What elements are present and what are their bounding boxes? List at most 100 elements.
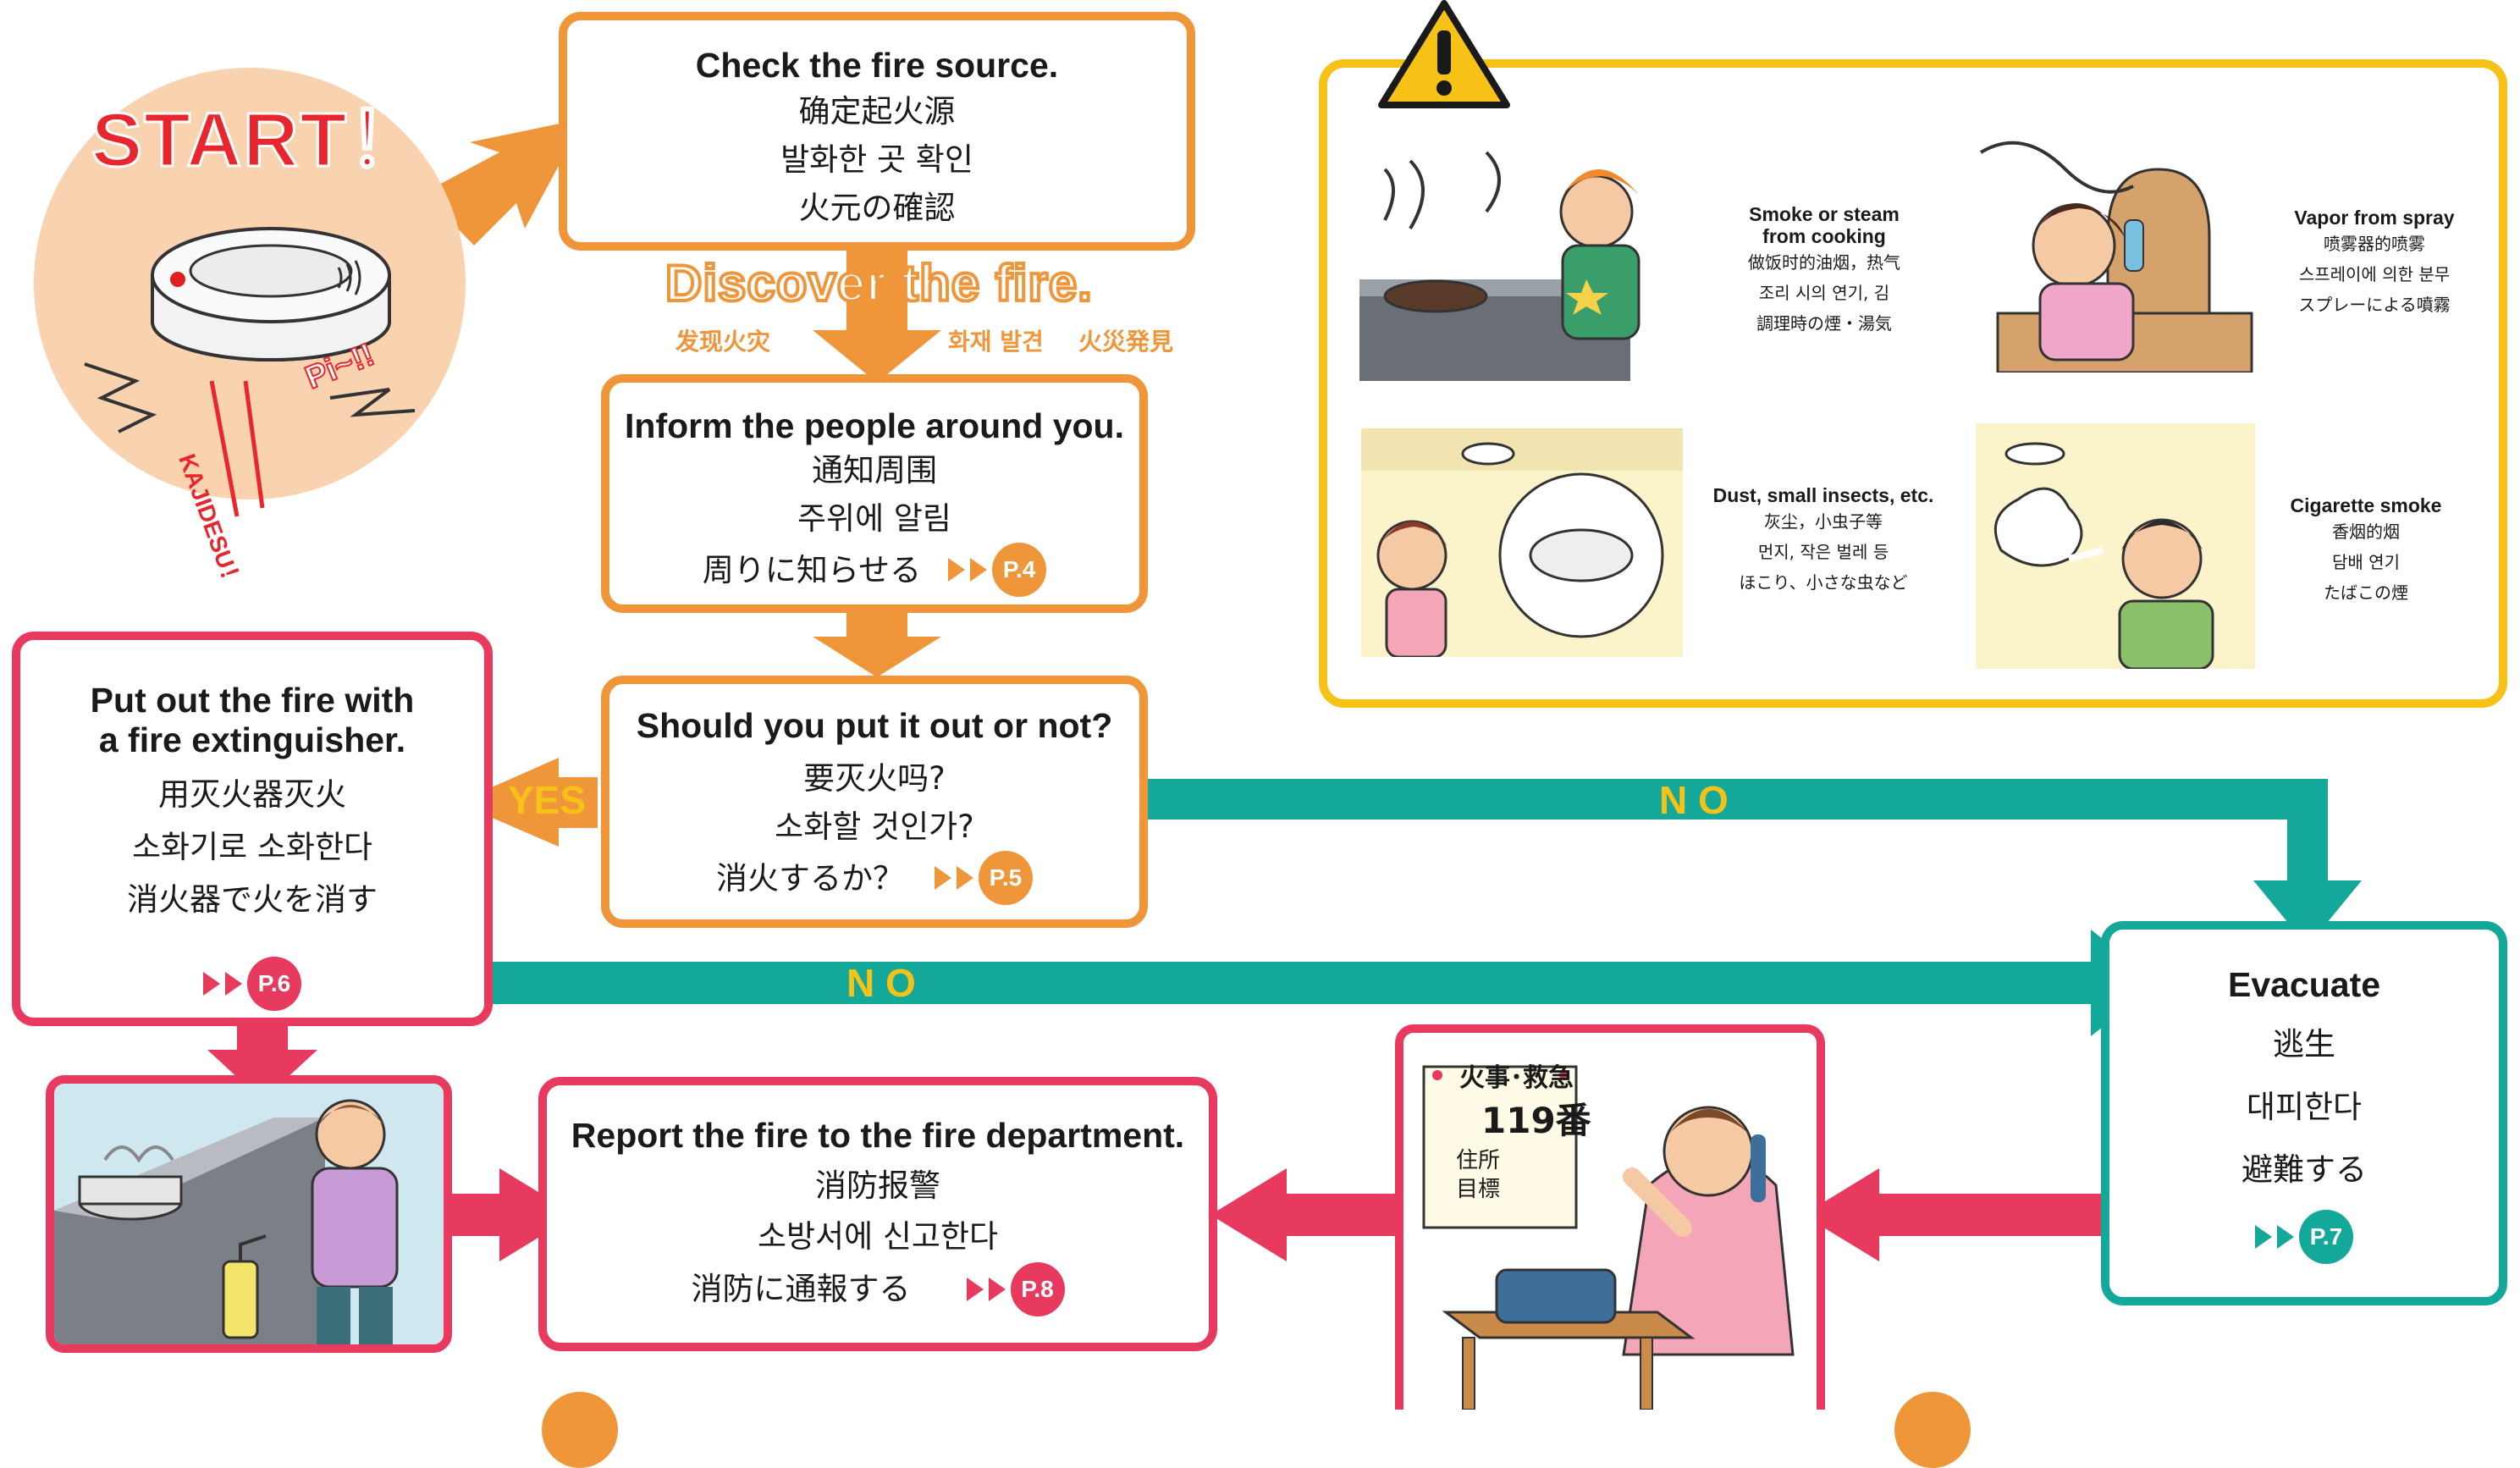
page-arrow-icon (948, 558, 966, 582)
decide-en: Should you put it out or not? (636, 706, 1113, 745)
page-arrow-icon (970, 558, 988, 582)
arrow-yes-head (457, 758, 559, 847)
poster-title: 火事･救急 (1459, 1063, 1574, 1093)
cause-3-en-1: Dust, small insects, etc. (1712, 484, 1934, 506)
page-arrow-icon (2255, 1225, 2272, 1249)
page-badge-p6[interactable]: P.6 (247, 957, 301, 1011)
smoke-detector-icon (151, 227, 391, 361)
spray-vapor-illustration (1979, 141, 2253, 373)
page-arrow-icon (203, 972, 220, 996)
cause-3-zh: 灰尘，小虫子等 (1764, 511, 1883, 532)
cause-4-text: Cigarette smoke 香烟的烟 담배 연기 たばこの煙 (2277, 494, 2455, 608)
yes-label: YES (508, 778, 587, 822)
page-badge-p7[interactable]: P.7 (2299, 1210, 2353, 1264)
evacuate-box: Evacuate 逃生 대피한다 避難する P.7 (2101, 921, 2507, 1305)
cigarette-smoke-illustration (1976, 423, 2255, 669)
report-ja: 消防に通報する (691, 1271, 911, 1307)
discover-ja: 火災発見 (1078, 328, 1174, 356)
cause-1-ko: 조리 시의 연기, 김 (1758, 283, 1890, 303)
kitchen-extinguisher-illustration (46, 1075, 452, 1353)
arrow-phone-report-shaft (1278, 1194, 1397, 1236)
cause-4-zh: 香烟的烟 (2332, 522, 2400, 542)
cause-2-ja: スプレーによる噴霧 (2298, 295, 2451, 315)
extinguish-ref: P.6 (203, 957, 301, 1011)
page-badge-p5[interactable]: P.5 (979, 851, 1033, 905)
inform-en: Inform the people around you. (625, 406, 1124, 445)
check-zh: 确定起火源 (798, 93, 956, 130)
arrow-no-top-h (1144, 779, 2328, 820)
arrow-phone-report-head (1210, 1168, 1287, 1261)
no-label-bottom: N O (846, 961, 916, 1005)
cause-1-en-1: Smoke or steam (1749, 203, 1900, 225)
page-arrow-icon (957, 866, 973, 890)
inform-ref: 周りに知らせる P.4 (703, 543, 1047, 597)
evacuate-ja: 避難する (2242, 1151, 2367, 1188)
warning-icon (1378, 0, 1510, 108)
page-arrow-icon (225, 972, 242, 996)
dust-insects-illustration (1361, 428, 1683, 657)
inform-people-box: Inform the people around you. 通知周围 주위에 알… (601, 374, 1148, 613)
cause-4-ko: 담배 연기 (2332, 552, 2400, 572)
arrow-start-to-check (423, 119, 584, 246)
cause-2-ko: 스프레이에 의한 분무 (2298, 264, 2451, 284)
decide-box: Should you put it out or not? 要灭火吗? 소화할 … (601, 676, 1148, 928)
decide-ref: 消火するか？ P.5 (716, 851, 1033, 905)
inform-ko: 주위에 알림 (797, 500, 951, 537)
arrow-check-to-inform-head (813, 330, 941, 383)
cause-1-text: Smoke or steam from cooking 做饭时的油烟，热气 조리… (1718, 203, 1930, 339)
flow-arrows (207, 119, 2362, 1261)
cause-3-text: Dust, small insects, etc. 灰尘，小虫子等 먼지, 작은… (1696, 484, 1950, 598)
arrow-no-top-head (2253, 880, 2362, 946)
extinguish-zh: 用灭火器灭火 (158, 776, 346, 813)
extinguish-en-1: Put out the fire with (90, 681, 415, 720)
arrow-evac-phone-shaft (1871, 1194, 2108, 1236)
page-arrow-icon (2277, 1225, 2294, 1249)
cause-2-text: Vapor from spray 喷雾器的喷雾 스프레이에 의한 분무 スプレー… (2277, 207, 2472, 320)
report-ko: 소방서에 신고한다 (757, 1218, 999, 1255)
arrow-no-bottom-shaft (491, 962, 2099, 1004)
check-en: Check the fire source. (695, 46, 1059, 85)
no-label-top: N O (1659, 778, 1729, 822)
arrow-kitchen-report-head (499, 1168, 576, 1261)
discover-ko: 화재 발견 (948, 328, 1044, 356)
page-badge-p8[interactable]: P.8 (1010, 1262, 1065, 1316)
check-ja: 火元の確認 (798, 190, 956, 226)
cause-1-ja: 調理時の煙・湯気 (1756, 313, 1892, 334)
decide-ja: 消火するか？ (716, 859, 904, 897)
bottom-orange-circle-right (1894, 1392, 1971, 1468)
report-box: Report the fire to the fire department. … (538, 1077, 1217, 1351)
arrow-inform-to-decide-head (813, 637, 941, 677)
cause-3-ja: ほこり、小さな虫など (1739, 572, 1908, 593)
report-en: Report the fire to the fire department. (571, 1116, 1185, 1155)
cause-4-ja: たばこの煙 (2324, 582, 2408, 603)
decide-ko: 소화할 것인가? (775, 809, 974, 845)
alarm-sound-lines-icon (84, 362, 416, 517)
cause-2-en-1: Vapor from spray (2294, 207, 2455, 229)
decide-zh: 要灭火吗? (803, 760, 946, 797)
arrow-evac-phone-head (1803, 1168, 1879, 1261)
page-arrow-icon (988, 1278, 1006, 1301)
discover-zh: 发现火灾 (675, 328, 771, 356)
extinguish-ja: 消火器で火を消す (127, 881, 378, 918)
cause-2-zh: 喷雾器的喷雾 (2324, 234, 2425, 254)
evacuate-ko: 대피한다 (2246, 1089, 2363, 1125)
cause-1-zh: 做饭时的油烟，热气 (1748, 252, 1900, 273)
discover-title: Discover the fire. (664, 253, 1094, 313)
check-ko: 발화한 곳 확인 (780, 141, 973, 178)
inform-zh: 通知周围 (812, 452, 937, 488)
page-badge-p4[interactable]: P.4 (992, 543, 1047, 597)
poster-address: 住所 (1456, 1148, 1501, 1173)
page-arrow-icon (935, 866, 951, 890)
extinguish-ko: 소화기로 소화한다 (131, 829, 373, 865)
report-zh: 消防报警 (815, 1167, 940, 1204)
extinguish-en-2: a fire extinguisher. (98, 720, 406, 759)
arrow-kitchen-report-shaft (449, 1194, 508, 1236)
evacuate-ref: P.7 (2255, 1210, 2353, 1264)
cause-3-ko: 먼지, 작은 벌레 등 (1757, 542, 1889, 562)
cooking-smoke-illustration (1359, 151, 1640, 381)
bottom-orange-circle-left (542, 1392, 618, 1468)
check-fire-source-box: Check the fire source. 确定起火源 발화한 곳 확인 火元… (559, 12, 1195, 251)
report-ref: 消防に通報する P.8 (692, 1262, 1065, 1316)
page-arrow-icon (966, 1278, 984, 1301)
arrow-no-top-v (2287, 779, 2328, 889)
